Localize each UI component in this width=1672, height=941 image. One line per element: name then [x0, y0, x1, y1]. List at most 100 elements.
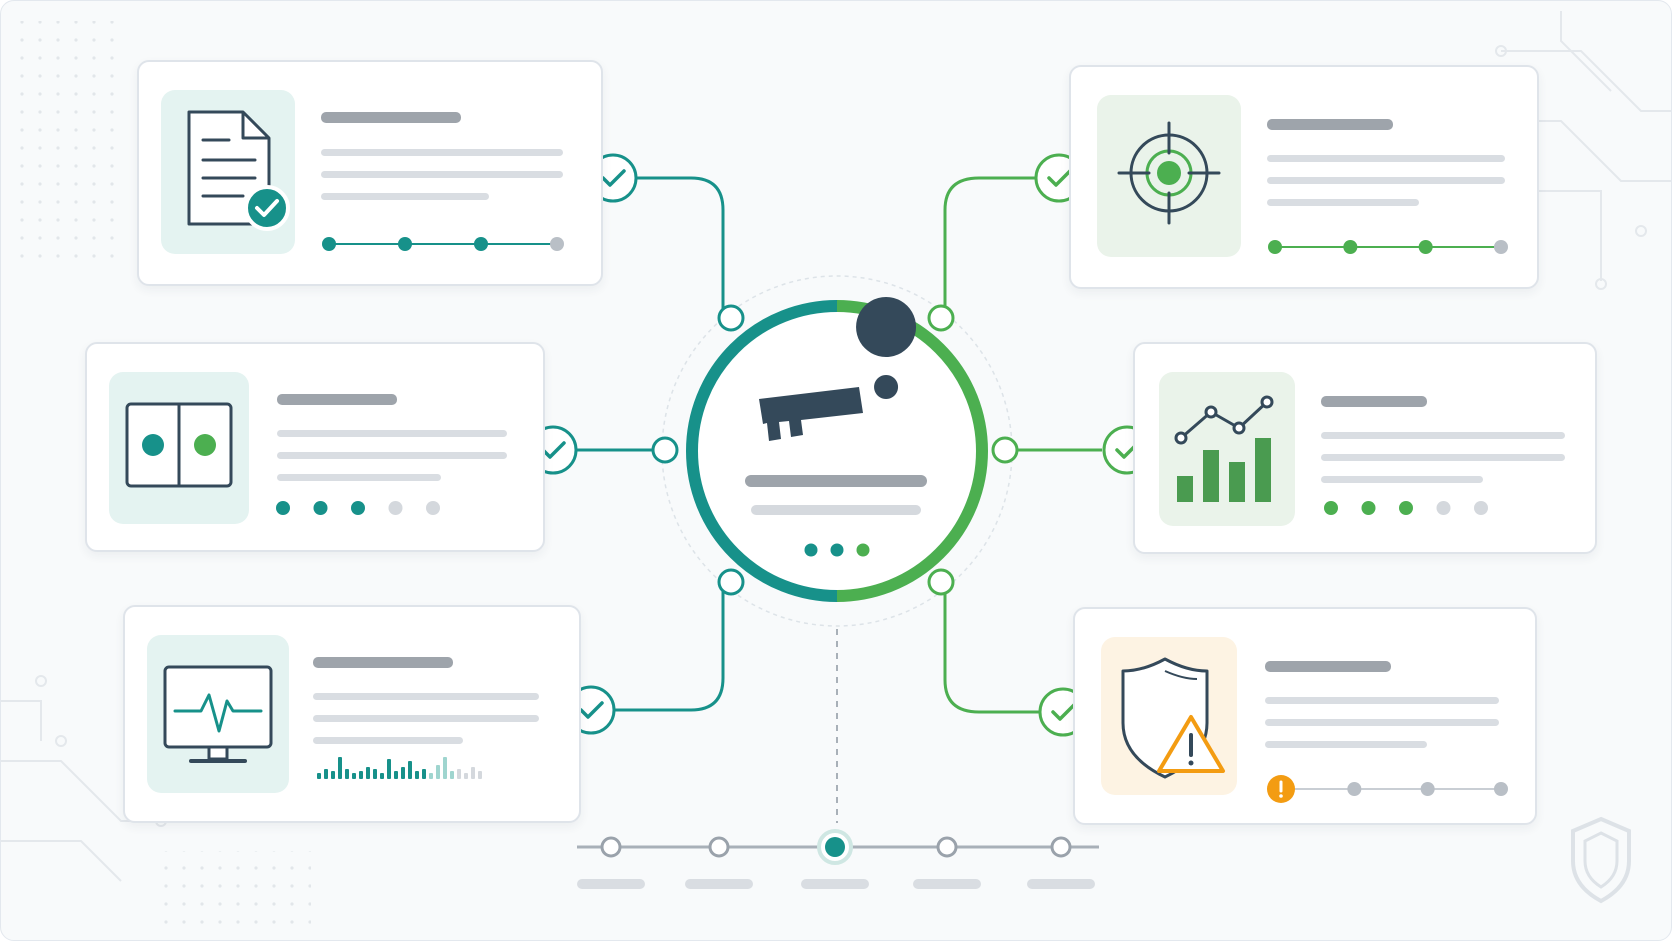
timeline-label-placeholder-3: [801, 879, 869, 889]
card-target[interactable]: [1069, 65, 1539, 289]
shield-warning-icon: [1121, 657, 1225, 779]
card-shield-progress: [1267, 775, 1508, 803]
card-target-progress: [1268, 240, 1508, 254]
background-dots-bottom: [161, 851, 311, 931]
sparkline-bar: [338, 757, 342, 779]
timeline-step-3: [825, 837, 845, 857]
sparkline-bar: [464, 773, 468, 779]
hub-progress-dots: [804, 543, 870, 557]
sparkline-bar: [415, 771, 419, 779]
card-shield[interactable]: [1073, 607, 1537, 825]
progress-dot-2: [313, 501, 328, 515]
progress-node-4: [1494, 240, 1508, 254]
card-document-line-2: [321, 171, 563, 178]
hub-subtitle-placeholder: [751, 505, 921, 515]
check-icon: [601, 169, 626, 187]
sparkline-bar: [317, 773, 321, 779]
sparkline-bar: [450, 771, 454, 779]
sparkline-bar: [436, 765, 440, 779]
sparkline-bar: [457, 769, 461, 779]
sparkline-bar: [373, 769, 377, 779]
timeline-step-2: [708, 836, 730, 858]
ring-nodes: [651, 304, 1019, 596]
progress-dot-3: [351, 501, 365, 515]
warning-mark-dot: [1279, 794, 1283, 798]
progress-dot-4: [1436, 501, 1451, 515]
bar-chart-icon: [1174, 395, 1274, 502]
card-shield-line-3: [1265, 741, 1427, 748]
progress-node-4: [1494, 782, 1508, 796]
check-icon: [541, 441, 566, 459]
progress-dot-1: [1324, 501, 1338, 515]
progress-dot-4: [388, 501, 403, 515]
sparkline-bar: [429, 773, 433, 779]
progress-dot-5: [426, 501, 440, 515]
sparkline-bar: [359, 771, 363, 779]
card-target-line-3: [1267, 199, 1419, 206]
timeline-step-5: [1050, 836, 1072, 858]
card-document-line-1: [321, 149, 563, 156]
card-analytics-line-3: [1321, 476, 1483, 483]
progress-node-2: [1347, 782, 1362, 796]
progress-node-1: [1268, 240, 1282, 254]
timeline-label-placeholder-2: [685, 879, 753, 889]
card-document-tile: [161, 90, 295, 254]
connectors-right: [943, 176, 1102, 714]
card-target-line-1: [1267, 155, 1505, 162]
progress-dot-2: [1361, 501, 1376, 515]
card-target-line-2: [1267, 177, 1505, 184]
card-compare[interactable]: [85, 342, 545, 552]
progress-node-4: [550, 237, 564, 251]
split-panel-icon: [125, 402, 233, 488]
sparkline-bar: [366, 767, 370, 779]
card-document[interactable]: [137, 60, 603, 286]
timeline-label-placeholder-5: [1027, 879, 1095, 889]
card-monitor-title: [313, 657, 453, 668]
ring-node-top-left: [717, 304, 745, 332]
card-monitor-line-1: [313, 693, 539, 700]
progress-node-2: [398, 237, 412, 251]
shield-watermark-icon: [1571, 816, 1631, 904]
card-compare-title: [277, 394, 397, 405]
progress-dot-1: [276, 501, 290, 515]
check-icon: [1051, 703, 1076, 721]
progress-node-3: [1418, 240, 1433, 254]
sparkline-bar: [324, 769, 328, 779]
card-compare-tile: [109, 372, 249, 524]
card-shield-line-1: [1265, 697, 1499, 704]
ring-node-bottom-right: [927, 568, 955, 596]
sparkline-bar: [345, 769, 349, 779]
target-icon: [1117, 121, 1221, 225]
progress-node-3: [474, 237, 488, 251]
card-target-title: [1267, 119, 1393, 130]
card-analytics-tile: [1159, 372, 1295, 526]
card-shield-line-2: [1265, 719, 1499, 726]
card-compare-line-3: [277, 474, 441, 481]
timeline[interactable]: [577, 829, 1099, 889]
sparkline-bar: [387, 759, 391, 779]
card-compare-line-2: [277, 452, 507, 459]
timeline-step-4: [936, 836, 958, 858]
document-check-icon: [187, 110, 290, 231]
check-icon: [579, 701, 604, 719]
progress-dot-3: [1399, 501, 1413, 515]
hub-ring: [686, 300, 988, 602]
sparkline-bar: [471, 767, 475, 779]
monitor-heartbeat-icon: [163, 665, 273, 763]
timeline-label-placeholder-4: [913, 879, 981, 889]
card-document-title: [321, 112, 461, 123]
card-document-progress: [322, 237, 564, 251]
sparkline-bar: [401, 767, 405, 779]
ring-node-right: [991, 436, 1019, 464]
hub-dot-1: [804, 543, 818, 557]
sparkline-bar: [443, 757, 447, 779]
card-monitor-progress: [317, 757, 482, 779]
ring-node-left: [651, 436, 679, 464]
ring-node-top-right: [927, 304, 955, 332]
check-icon: [1047, 169, 1072, 187]
card-monitor[interactable]: [123, 605, 581, 823]
sparkline-bar: [331, 771, 335, 779]
card-analytics[interactable]: [1133, 342, 1597, 554]
